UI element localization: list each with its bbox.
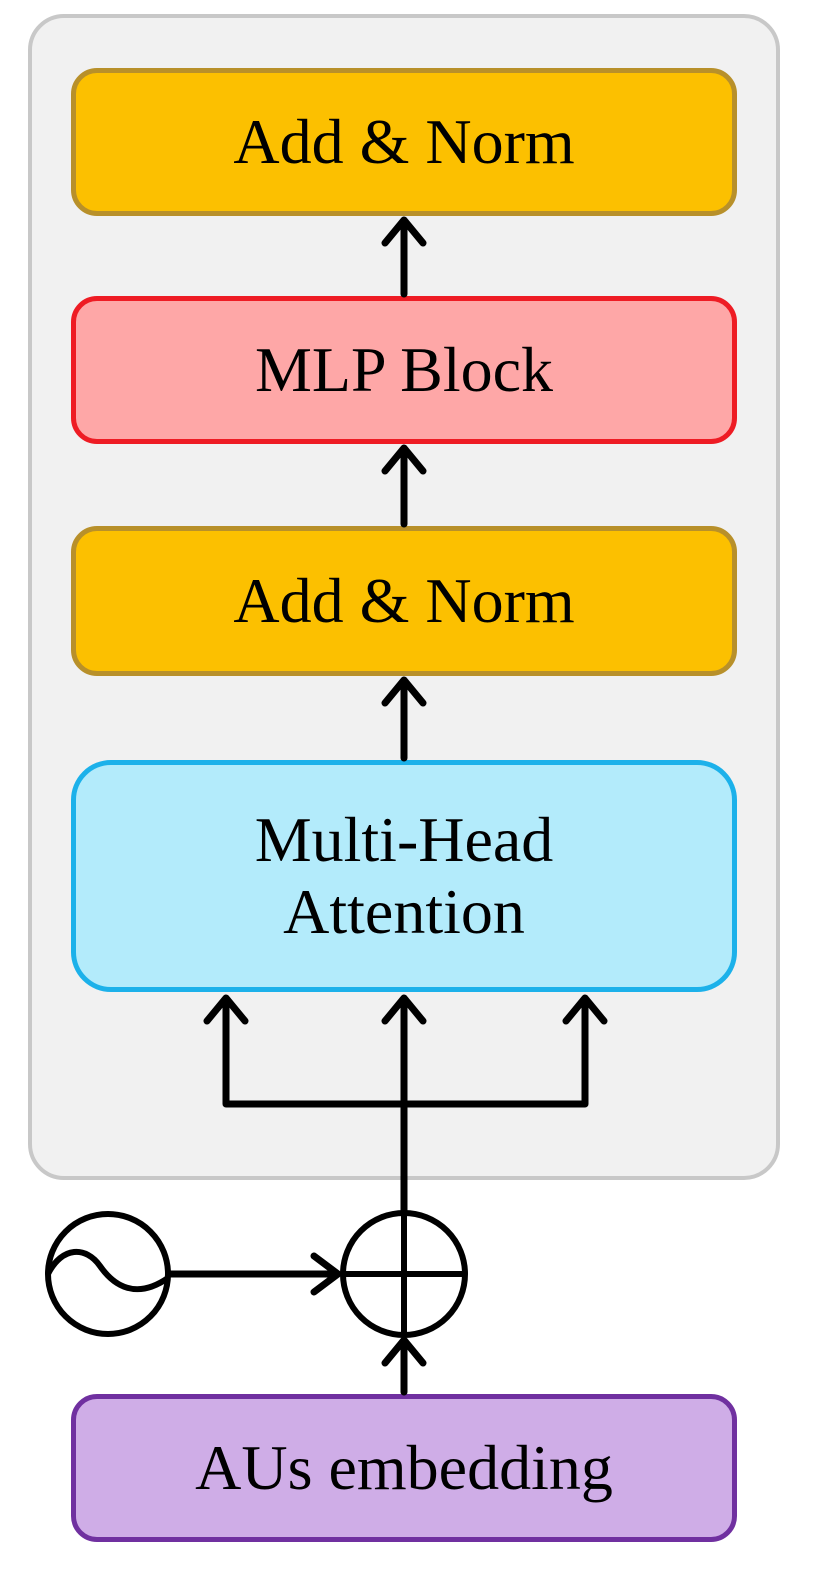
sine-wave-icon — [45, 1211, 171, 1337]
multi-head-attention-block: Multi-Head Attention — [71, 760, 737, 992]
arrow-mha-to-addnorm — [381, 676, 427, 762]
arrow-positional-to-adder — [166, 1252, 342, 1296]
add-norm-bottom-block: Add & Norm — [71, 526, 737, 676]
arrow-mlp-to-addnorm — [381, 216, 427, 298]
add-norm-top-label: Add & Norm — [233, 105, 575, 177]
mlp-block: MLP Block — [71, 296, 737, 444]
mha-label-line2: Attention — [283, 876, 525, 947]
arrow-embedding-to-adder — [381, 1336, 427, 1396]
add-norm-top-block: Add & Norm — [71, 68, 737, 216]
circled-plus-icon — [340, 1210, 468, 1338]
aus-embedding-label: AUs embedding — [195, 1431, 613, 1503]
arrow-adder-to-mha — [381, 994, 427, 1216]
mha-label-line1: Multi-Head — [254, 804, 554, 876]
arrow-addnorm-to-mlp — [381, 444, 427, 528]
mlp-block-label: MLP Block — [254, 333, 554, 405]
add-norm-bottom-label: Add & Norm — [233, 564, 575, 636]
aus-embedding-block: AUs embedding — [71, 1394, 737, 1542]
